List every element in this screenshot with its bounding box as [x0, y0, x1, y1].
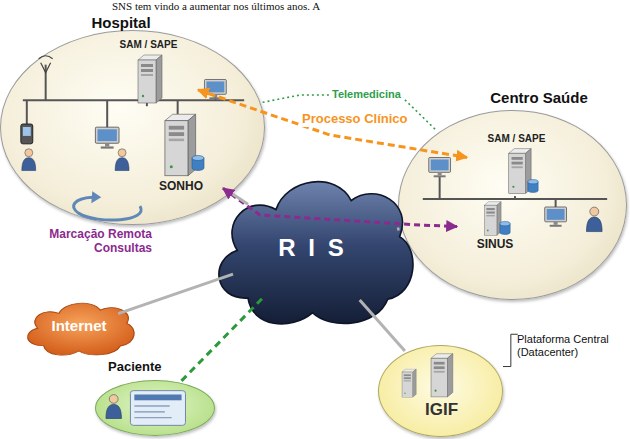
patient-art [96, 381, 214, 435]
zone-title: Centro Saúde [469, 89, 609, 106]
datacenter-art [379, 346, 502, 436]
antenna [39, 56, 53, 73]
lan-bus [23, 65, 244, 128]
connector [182, 299, 263, 381]
connector [118, 274, 233, 313]
network-cloud: R I S [205, 162, 420, 332]
pc-icon [95, 127, 119, 148]
datacenter-zone: Plataforma Central (Datacenter)IGIF [378, 345, 503, 437]
server-label: SAM / SAPE [469, 133, 564, 145]
internet-cloud: Internet [20, 296, 138, 358]
bracket [503, 334, 518, 366]
cloud-label: R I S [205, 234, 420, 262]
connector [223, 188, 457, 226]
loop-arrow-head [91, 191, 101, 203]
pc-icon [429, 158, 451, 178]
hospital-network-art [1, 31, 264, 224]
hospital-zone: Hospital SAM / SAPE SONHO [0, 30, 265, 225]
cloud-label: Internet [20, 317, 138, 334]
zone-title: Hospital [51, 14, 191, 31]
connector [233, 194, 248, 204]
server-label: SINUS [459, 238, 531, 252]
edge-label: Processo Clínico [300, 112, 409, 127]
patient-zone: Paciente [95, 380, 215, 436]
edge-label: Marcação Remota Consultas [40, 228, 152, 256]
server-node: SAM / SAPE [101, 39, 196, 107]
server-node: SONHO [141, 113, 221, 203]
person-icon [22, 149, 36, 171]
server-label: SAM / SAPE [101, 39, 196, 51]
callout-text: Plataforma Central (Datacenter) [517, 333, 625, 358]
connector [360, 300, 405, 351]
zone-title: IGIF [379, 400, 504, 420]
person-icon [586, 207, 602, 231]
edge-label: Telemedicina [330, 88, 403, 101]
health-centre-zone: Centro Saúde SAM / SAPE SINUS [398, 110, 627, 300]
server-node: SINUS [459, 199, 531, 257]
connector [397, 227, 399, 231]
pda [21, 124, 33, 144]
page-text: SNS tem vindo a aumentar nos últimos ano… [112, 0, 320, 13]
zone-title: Paciente [108, 360, 208, 375]
pc-icon [545, 207, 567, 227]
pda-screen [23, 127, 31, 136]
server-label: SONHO [141, 180, 221, 194]
loop-arrow [74, 197, 142, 220]
pc-icon [204, 79, 226, 99]
server-node: SAM / SAPE [469, 133, 564, 198]
person-icon [115, 149, 129, 171]
